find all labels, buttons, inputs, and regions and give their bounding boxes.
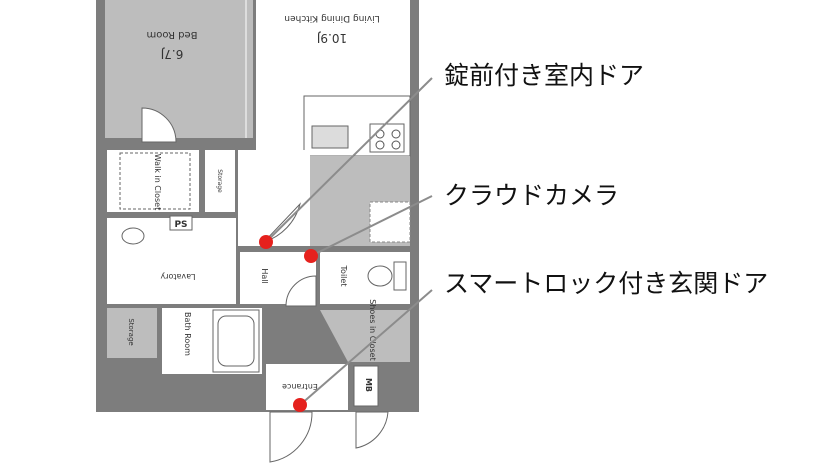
callout-smart-lock-door: スマートロック付き玄関ドア: [444, 269, 768, 298]
lavatory-label: Lavatory: [160, 272, 195, 281]
ps-label: PS: [174, 220, 187, 230]
walk-in-closet-area: [107, 150, 199, 212]
callout-cloud-camera: クラウドカメラ: [444, 181, 619, 210]
toilet-area: [320, 252, 410, 304]
stove: [369, 123, 405, 153]
toilet-label: Toilet: [339, 265, 348, 287]
toilet-bowl: [367, 265, 393, 287]
walk-in-closet-label: Walk in Closet: [153, 154, 162, 210]
leader-line-lock: [265, 77, 433, 243]
storage-small-label: Storage: [216, 169, 223, 193]
mb-label: MB: [364, 378, 373, 392]
door-swing-entrance: [269, 411, 313, 463]
bathtub: [212, 309, 260, 373]
door-swing-hall: [285, 275, 317, 307]
shoes-closet-area: [320, 310, 410, 362]
ldk-size: 10.9J: [317, 31, 347, 45]
marker-smart-lock: [293, 398, 307, 412]
storage-small-area: [205, 150, 235, 212]
washer-area: [369, 201, 411, 243]
mb-box: [353, 365, 379, 407]
callout-lock-door: 錠前付き室内ドア: [444, 61, 644, 90]
bedroom-name: Bed Room: [146, 29, 197, 40]
sink: [121, 227, 145, 245]
bedroom: [105, 0, 253, 138]
shoes-closet-label: Shoes in Closet: [368, 299, 377, 360]
marker-lock-door: [259, 235, 273, 249]
entrance-area: [266, 364, 348, 410]
ps-box: [169, 215, 193, 231]
bedroom-size: 6.7J: [161, 47, 184, 61]
leader-line-smartlock: [299, 289, 433, 406]
storage-left-label: Storage: [127, 318, 135, 345]
hall-label: Hall: [260, 268, 269, 283]
marker-camera: [304, 249, 318, 263]
leader-line-camera: [310, 195, 433, 257]
storage-left-area: [107, 308, 157, 358]
ldk-name: Living Dining Kitchen: [284, 13, 379, 23]
lavatory-area: [107, 218, 236, 304]
bath-room-label: Bath Room: [183, 312, 192, 356]
entrance-label: Entrance: [282, 382, 318, 391]
